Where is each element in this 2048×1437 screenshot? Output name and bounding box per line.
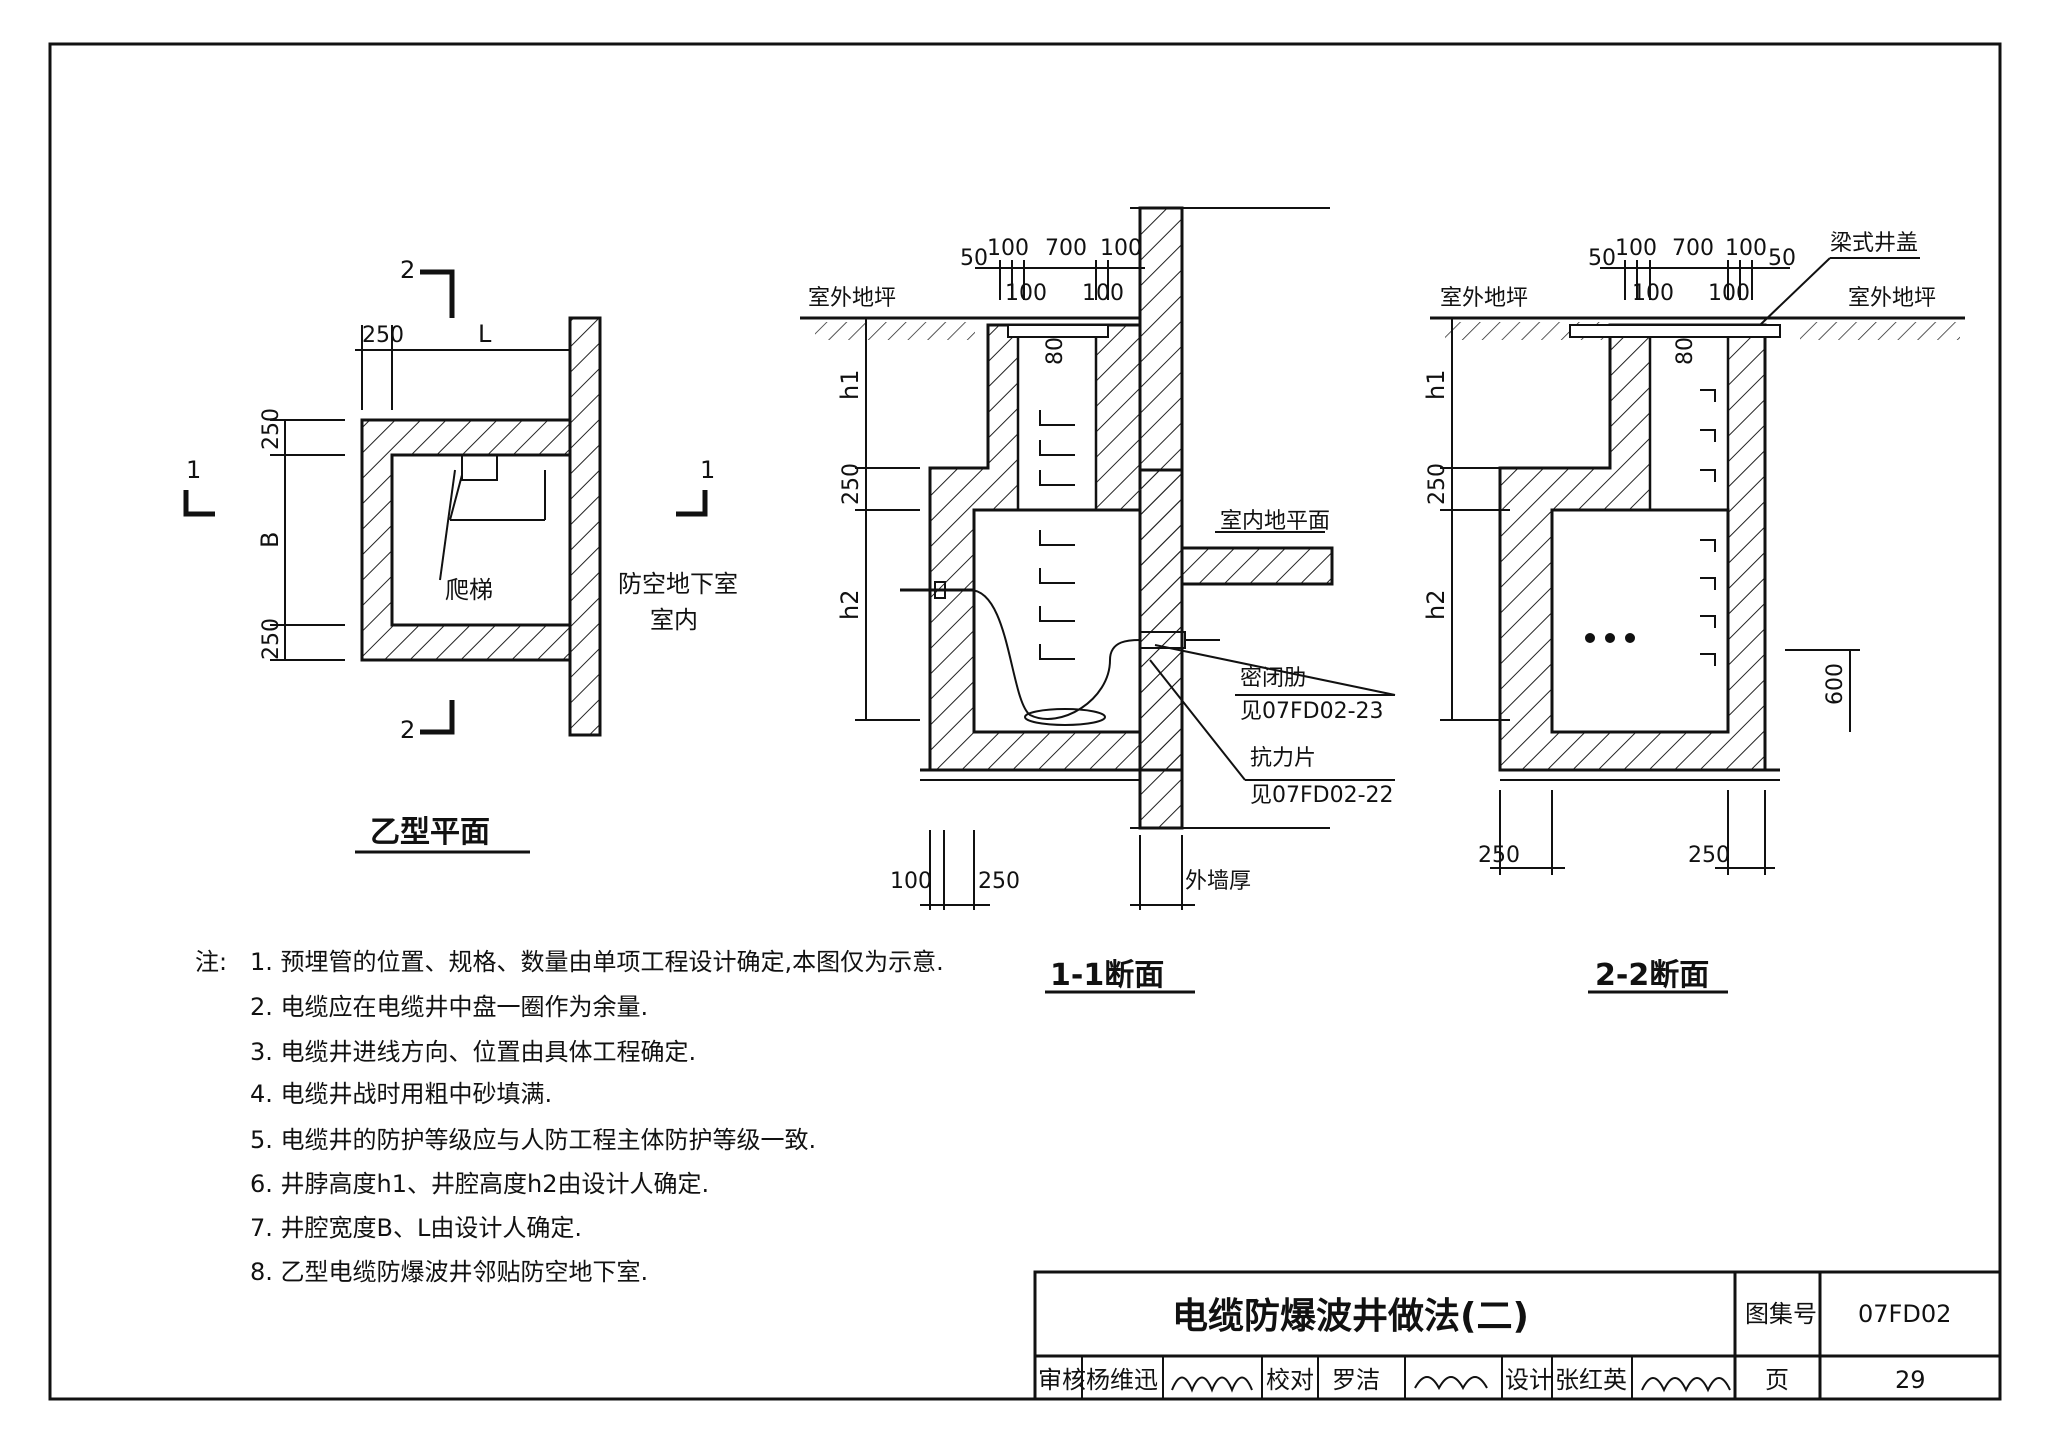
plan-mark-2-top: 2 [400,256,415,284]
tb-atlas-no: 07FD02 [1858,1300,1951,1328]
s11-title: 1-1断面 [1050,958,1164,993]
s22-h2: h2 [1422,590,1450,620]
tb-page-label: 页 [1765,1366,1789,1394]
tb-reviewer: 杨维迅 [1086,1366,1158,1394]
s11-dim-100b: 100 [1100,236,1142,261]
s22-bottom-right: 250 [1688,843,1730,868]
tb-review-label: 审核 [1038,1366,1086,1394]
plan-dim-250-upper: 250 [259,408,284,450]
s22-dim-700: 700 [1672,236,1714,261]
notes-prefix: 注: [195,948,227,976]
plan-dim-L: L [478,320,492,348]
note-4: 4. 电缆井战时用粗中砂填满. [250,1080,552,1108]
signature-reviewer [1171,1376,1253,1393]
plan-dim-250-lower: 250 [259,618,284,660]
signature-checker [1414,1376,1488,1391]
s11-dim-80: 80 [1043,337,1068,365]
section-1-1-view [800,206,1396,994]
s11-h2: h2 [836,590,864,620]
s11-dim-100c: 100 [1005,281,1047,306]
s11-dim-100a: 100 [987,236,1029,261]
s11-dim-700: 700 [1045,236,1087,261]
s11-seal-label: 密闭肋 [1240,666,1306,691]
note-7: 7. 井腔宽度B、L由设计人确定. [250,1214,582,1242]
s11-bottom-100: 100 [890,869,932,894]
tb-checker: 罗洁 [1332,1366,1380,1394]
s22-dim-50a: 50 [1588,246,1616,271]
s22-dim-100b: 100 [1725,236,1767,261]
tb-design-label: 设计 [1505,1366,1553,1394]
note-6: 6. 井脖高度h1、井腔高度h2由设计人确定. [250,1170,709,1198]
s11-dim-50: 50 [960,246,988,271]
s22-h1: h1 [1422,370,1450,400]
note-1: 1. 预埋管的位置、规格、数量由单项工程设计确定,本图仅为示意. [250,948,944,976]
s11-bottom-250: 250 [978,869,1020,894]
tb-atlas-label: 图集号 [1745,1300,1817,1328]
room-label-2: 室内 [650,606,698,634]
s11-ground-label: 室外地坪 [808,286,896,311]
s22-dim-250: 250 [1425,463,1450,505]
s22-dim-50b: 50 [1768,246,1796,271]
note-3: 3. 电缆井进线方向、位置由具体工程确定. [250,1038,696,1066]
s11-seal-ref: 见07FD02-23 [1240,699,1384,724]
s22-dim-100d: 100 [1708,281,1750,306]
signature-designer [1641,1377,1731,1393]
sheet-border [48,42,2002,1401]
s22-dim-600: 600 [1823,663,1848,705]
section-2-2-view [1430,257,1965,994]
s11-h1: h1 [836,370,864,400]
note-8: 8. 乙型电缆防爆波井邻贴防空地下室. [250,1258,648,1286]
tb-page-no: 29 [1895,1366,1926,1394]
note-2: 2. 电缆应在电缆井中盘一圈作为余量. [250,993,648,1021]
plan-view [183,269,708,854]
s11-anchor-label: 抗力片 [1250,746,1316,771]
plan-mark-1-left: 1 [186,456,201,484]
s11-anchor-ref: 见07FD02-22 [1250,783,1394,808]
tb-title: 电缆防爆波井做法(二) [1172,1296,1529,1337]
tb-designer: 张红英 [1555,1366,1627,1394]
s22-bottom-left: 250 [1478,843,1520,868]
s22-cover-label: 梁式井盖 [1830,231,1918,256]
s22-ground-left: 室外地坪 [1440,286,1528,311]
s22-ground-right: 室外地坪 [1848,286,1936,311]
title-block [1033,1270,2002,1401]
room-label-1: 防空地下室 [618,570,738,598]
tb-check-label: 校对 [1266,1366,1314,1394]
s11-indoor-label: 室内地平面 [1220,509,1330,534]
s11-wall-label: 外墙厚 [1185,869,1251,894]
plan-title: 乙型平面 [370,815,490,850]
note-5: 5. 电缆井的防护等级应与人防工程主体防护等级一致. [250,1126,816,1154]
plan-mark-1-right: 1 [700,456,715,484]
plan-dim-250-top: 250 [362,323,404,348]
plan-dim-B: B [256,532,284,548]
s22-title: 2-2断面 [1595,958,1709,993]
s22-dim-80: 80 [1673,337,1698,365]
s22-dim-100a: 100 [1615,236,1657,261]
s11-dim-100d: 100 [1082,281,1124,306]
s11-dim-250: 250 [839,463,864,505]
plan-mark-2-bottom: 2 [400,716,415,744]
s22-dim-100c: 100 [1632,281,1674,306]
ladder-label: 爬梯 [445,576,493,604]
